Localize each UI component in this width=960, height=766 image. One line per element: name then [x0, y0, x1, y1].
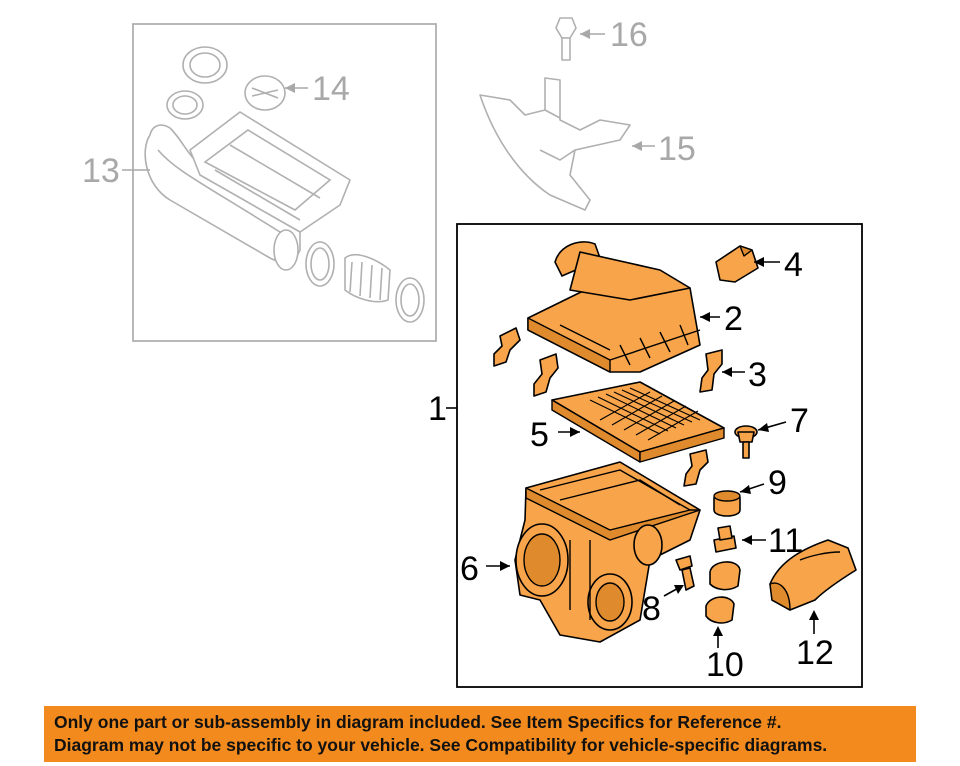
- callout-7: 7: [790, 402, 809, 440]
- callout-8: 8: [642, 590, 661, 628]
- callout-5: 5: [530, 416, 549, 454]
- disclaimer-banner: Only one part or sub-assembly in diagram…: [44, 706, 916, 762]
- mount-10: 10: [705, 561, 744, 684]
- callout-2: 2: [724, 300, 743, 338]
- callout-15: 15: [658, 130, 696, 168]
- bolt-16: [555, 17, 577, 39]
- callout-6: 6: [460, 550, 479, 588]
- disclaimer-line-2: Diagram may not be specific to your vehi…: [54, 735, 828, 755]
- callout-14: 14: [312, 70, 350, 108]
- grommet-9: 9: [713, 464, 787, 517]
- filter-element-5: 5: [530, 381, 725, 463]
- callout-13: 13: [82, 152, 120, 190]
- callout-1: 1: [428, 390, 447, 428]
- bracket-15: [479, 77, 631, 211]
- callout-9: 9: [768, 464, 787, 502]
- callout-4: 4: [784, 246, 803, 284]
- callout-3: 3: [748, 356, 767, 394]
- reference-group-15: 16 15: [479, 16, 696, 211]
- clips-3: 3: [493, 327, 767, 487]
- bolt-7: 7: [734, 402, 809, 459]
- disclaimer-line-1: Only one part or sub-assembly in diagram…: [54, 712, 782, 732]
- grommet-11: 11: [713, 522, 803, 560]
- reference-box-13: [132, 23, 437, 342]
- callout-12: 12: [796, 634, 834, 672]
- air-box-13: [189, 111, 351, 233]
- callout-10: 10: [706, 646, 744, 684]
- upper-cover-2: 2: [527, 241, 743, 373]
- reference-group-13: 13 14: [82, 23, 437, 342]
- sensor-4: 4: [715, 245, 803, 284]
- assembly-box-1: [456, 223, 863, 688]
- pin-8: 8: [642, 555, 695, 628]
- parts-diagram: 13 14 16 15 1 2 4: [82, 16, 863, 688]
- hose-12: 12: [769, 539, 857, 672]
- callout-16: 16: [610, 16, 648, 54]
- lower-housing-6: 6: [460, 461, 701, 643]
